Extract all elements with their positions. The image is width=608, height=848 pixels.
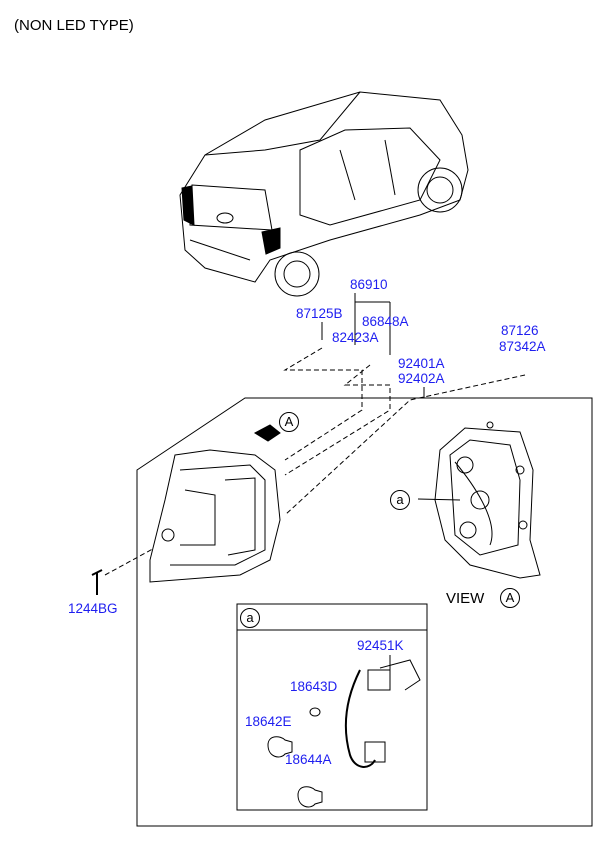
part-92402A[interactable]: 92402A — [398, 371, 445, 386]
part-18643D[interactable]: 18643D — [290, 679, 338, 694]
part-86910[interactable]: 86910 — [350, 277, 388, 292]
part-18642E[interactable]: 18642E — [245, 714, 292, 729]
part-86848A[interactable]: 86848A — [362, 314, 409, 329]
car-illustration — [179, 91, 469, 297]
part-82423A[interactable]: 82423A — [332, 330, 379, 345]
part-87125B[interactable]: 87125B — [296, 306, 343, 321]
wiring-harness — [267, 659, 421, 808]
part-1244BG[interactable]: 1244BG — [68, 601, 118, 616]
part-87342A[interactable]: 87342A — [499, 339, 546, 354]
diagram-title: (NON LED TYPE) — [14, 17, 134, 34]
view-label: VIEW — [446, 590, 485, 607]
view-label-ref: A — [500, 588, 520, 608]
part-87126[interactable]: 87126 — [501, 323, 539, 338]
detail-a-callout: a — [390, 490, 410, 510]
lamp-rear-view — [417, 421, 541, 579]
detail-a-box-label: a — [240, 608, 260, 628]
part-92451K[interactable]: 92451K — [357, 638, 404, 653]
view-a-callout: A — [279, 412, 299, 432]
part-18644A[interactable]: 18644A — [285, 752, 332, 767]
rear-lamp-assembly — [149, 449, 281, 583]
part-92401A[interactable]: 92401A — [398, 356, 445, 371]
